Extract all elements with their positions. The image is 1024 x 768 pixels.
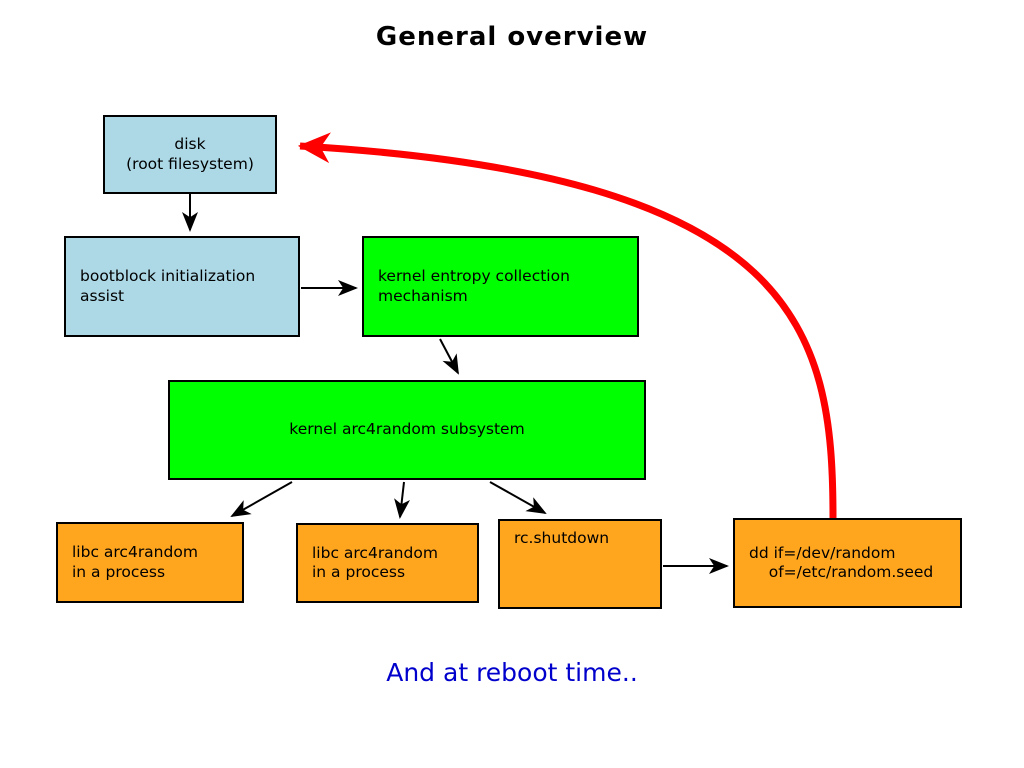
node-libc-arc4random-2-label: libc arc4random in a process xyxy=(312,543,438,581)
edge-arc4random-to-libc-1 xyxy=(230,481,293,517)
node-rc-shutdown-label: rc.shutdown xyxy=(514,529,610,547)
node-libc-arc4random-process-1[interactable]: libc arc4random in a process xyxy=(56,522,244,603)
slide-caption: And at reboot time.. xyxy=(386,658,638,687)
node-rc-shutdown[interactable]: rc.shutdown xyxy=(498,519,662,609)
node-libc-arc4random-process-2[interactable]: libc arc4random in a process xyxy=(296,523,479,603)
page-title: General overview xyxy=(375,22,649,52)
node-disk[interactable]: disk (root filesystem) xyxy=(103,115,277,194)
node-dd-random-seed-label: dd if=/dev/random of=/etc/random.seed xyxy=(749,543,934,581)
edge-arc4random-to-libc-2 xyxy=(394,481,410,519)
node-kernel-arc4random-subsystem[interactable]: kernel arc4random subsystem xyxy=(168,380,646,480)
edge-arc4random-to-rc-shutdown xyxy=(489,481,547,514)
node-dd-random-seed[interactable]: dd if=/dev/random of=/etc/random.seed xyxy=(733,518,962,608)
node-kernel-entropy-collection[interactable]: kernel entropy collection mechanism xyxy=(362,236,639,337)
node-bootblock-initialization-assist[interactable]: bootblock initialization assist xyxy=(64,236,300,337)
edge-entropy-to-arc4random xyxy=(439,338,459,375)
node-kernel-entropy-label: kernel entropy collection mechanism xyxy=(378,267,570,305)
node-disk-label: disk (root filesystem) xyxy=(126,135,254,173)
node-libc-arc4random-1-label: libc arc4random in a process xyxy=(72,543,198,581)
node-kernel-arc4random-label: kernel arc4random subsystem xyxy=(289,420,525,439)
node-bootblock-label: bootblock initialization assist xyxy=(80,267,256,305)
